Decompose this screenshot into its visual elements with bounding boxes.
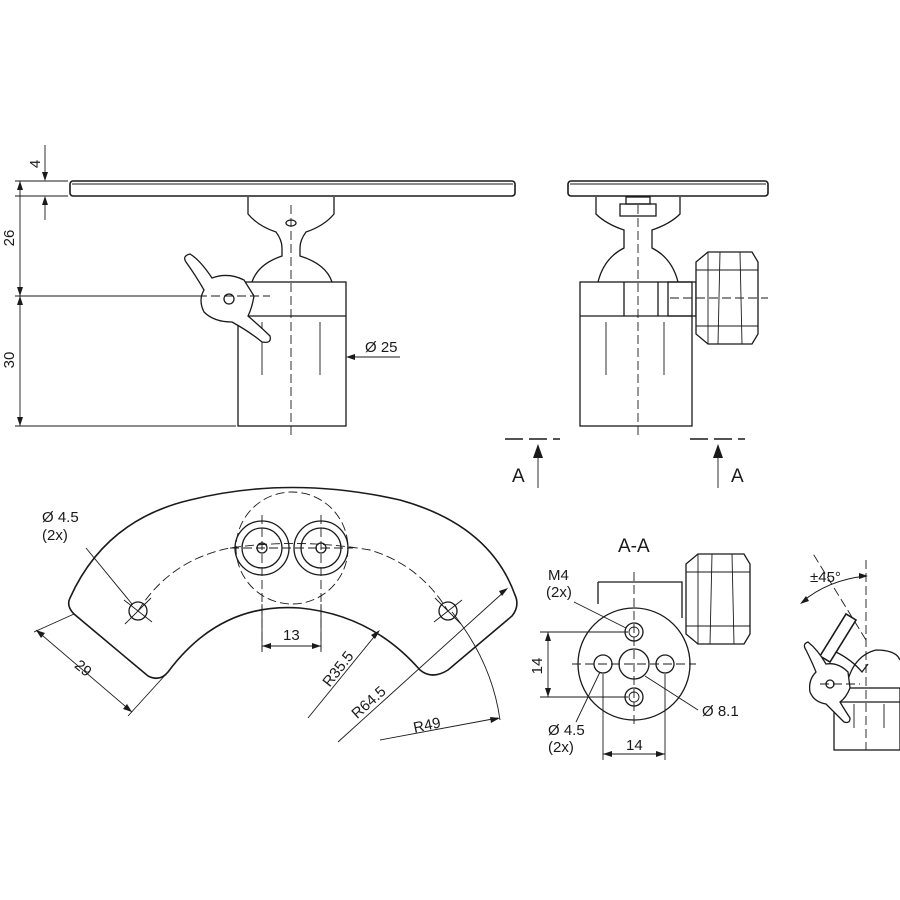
hole-diameter-label: Ø 4.5 (42, 509, 79, 526)
plate-thickness-label: 4 (27, 160, 44, 168)
section-width-label: 14 (626, 737, 643, 754)
hole-count-label: (2x) (42, 527, 68, 544)
curved-plate-outline (67, 486, 518, 680)
height-upper-label: 26 (1, 230, 18, 247)
tilt-detail-view: ±45° (800, 551, 900, 751)
front-body (237, 281, 347, 427)
thread-label: M4 (548, 567, 569, 584)
side-top-plate (567, 180, 769, 197)
hole-spacing-label: 13 (283, 627, 300, 644)
tilt-angle-label: ±45° (810, 569, 841, 586)
thread-count-label: (2x) (546, 584, 572, 601)
plate-arc-centerline (137, 543, 449, 612)
side-view (567, 180, 769, 436)
plate-hole-right (438, 601, 458, 621)
height-lower-label: 30 (1, 352, 18, 369)
front-top-plate (69, 180, 516, 197)
side-body (579, 281, 693, 427)
tilt-wing-nut (803, 641, 851, 724)
front-neck (247, 197, 335, 283)
section-height-label: 14 (529, 658, 546, 675)
section-hole-count-label: (2x) (548, 739, 574, 756)
tilt-body (833, 687, 900, 751)
front-wing-nut (184, 253, 271, 344)
section-dimensions: M4 (2x) 14 14 Ø 4.5 (2x) Ø 8.1 (529, 567, 739, 760)
section-marker-left: A (512, 466, 525, 487)
tilted-plate (818, 612, 858, 664)
outer-radius-label: R64.5 (348, 683, 389, 722)
section-title: A-A (618, 536, 650, 557)
arc-radius-label: R49 (412, 714, 442, 736)
inner-radius-label: R35.5 (319, 648, 357, 690)
front-dimensions: 4 26 30 Ø 25 (1, 145, 400, 427)
section-hole-label: Ø 4.5 (548, 722, 585, 739)
plan-view (67, 486, 518, 680)
section-knob (685, 553, 751, 645)
plate-hole-left (128, 601, 148, 621)
section-view: A-A (572, 536, 751, 728)
section-marker-right: A (731, 466, 744, 487)
section-markers: A A (505, 438, 745, 488)
front-view (69, 180, 516, 436)
center-bore-label: Ø 8.1 (702, 703, 739, 720)
diameter-body-label: Ø 25 (365, 339, 398, 356)
